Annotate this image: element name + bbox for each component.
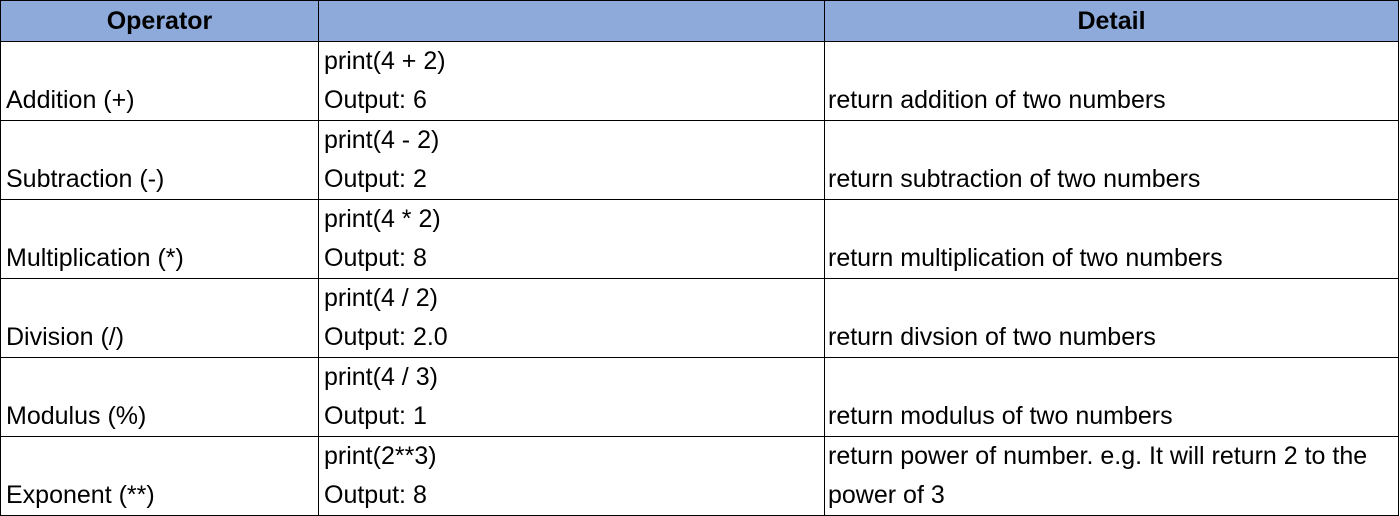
operator-cell[interactable]: Addition (+) xyxy=(0,41,319,121)
header-detail: Detail xyxy=(824,0,1399,42)
operator-cell[interactable]: Exponent (**) xyxy=(0,436,319,516)
detail-text: return multiplication of two numbers xyxy=(828,244,1223,272)
table-row: Modulus (%) print(4 / 3) Output: 1 return… xyxy=(0,357,1399,437)
code-line: print(4 / 3) xyxy=(324,363,438,391)
code-line: print(4 / 2) xyxy=(324,284,438,312)
header-row: Operator Detail xyxy=(0,0,1399,42)
detail-cell[interactable]: return addition of two numbers xyxy=(824,41,1399,121)
code-line: print(4 - 2) xyxy=(324,126,440,154)
detail-cell[interactable]: return divsion of two numbers xyxy=(824,278,1399,358)
output-line: Output: 8 xyxy=(324,244,427,272)
detail-text: return modulus of two numbers xyxy=(828,402,1173,430)
table-row: Exponent (**) print(2**3) Output: 8 retur… xyxy=(0,436,1399,516)
detail-cell[interactable]: return modulus of two numbers xyxy=(824,357,1399,437)
operator-cell[interactable]: Division (/) xyxy=(0,278,319,358)
detail-cell[interactable]: return multiplication of two numbers xyxy=(824,199,1399,279)
operator-name: Modulus (%) xyxy=(6,402,147,430)
code-line: print(4 * 2) xyxy=(324,205,441,233)
operator-cell[interactable]: Multiplication (*) xyxy=(0,199,319,279)
code-line: print(2**3) xyxy=(324,442,437,470)
header-operator: Operator xyxy=(0,0,319,42)
operator-cell[interactable]: Subtraction (-) xyxy=(0,120,319,200)
output-line: Output: 2 xyxy=(324,165,427,193)
example-cell[interactable]: print(2**3) Output: 8 xyxy=(318,436,825,516)
operator-name: Division (/) xyxy=(6,323,125,351)
table-row: Addition (+) print(4 + 2) Output: 6 retur… xyxy=(0,41,1399,121)
operator-name: Addition (+) xyxy=(6,86,135,114)
example-cell[interactable]: print(4 / 2) Output: 2.0 xyxy=(318,278,825,358)
code-line: print(4 + 2) xyxy=(324,47,446,75)
example-cell[interactable]: print(4 * 2) Output: 8 xyxy=(318,199,825,279)
detail-text: return subtraction of two numbers xyxy=(828,165,1201,193)
table-row: Multiplication (*) print(4 * 2) Output: 8… xyxy=(0,199,1399,279)
example-cell[interactable]: print(4 + 2) Output: 6 xyxy=(318,41,825,121)
operator-name: Exponent (**) xyxy=(6,481,155,509)
operator-name: Multiplication (*) xyxy=(6,244,184,272)
detail-cell[interactable]: return power of number. e.g. It will ret… xyxy=(824,436,1399,516)
table-row: Subtraction (-) print(4 - 2) Output: 2 re… xyxy=(0,120,1399,200)
operator-cell[interactable]: Modulus (%) xyxy=(0,357,319,437)
detail-text: return power of number. e.g. It will ret… xyxy=(828,442,1368,509)
output-line: Output: 2.0 xyxy=(324,323,448,351)
output-line: Output: 8 xyxy=(324,481,427,509)
operator-name: Subtraction (-) xyxy=(6,165,165,193)
example-cell[interactable]: print(4 / 3) Output: 1 xyxy=(318,357,825,437)
detail-cell[interactable]: return subtraction of two numbers xyxy=(824,120,1399,200)
table-row: Division (/) print(4 / 2) Output: 2.0 ret… xyxy=(0,278,1399,358)
example-cell[interactable]: print(4 - 2) Output: 2 xyxy=(318,120,825,200)
header-example xyxy=(318,0,825,42)
detail-text: return divsion of two numbers xyxy=(828,323,1156,351)
output-line: Output: 1 xyxy=(324,402,427,430)
detail-text: return addition of two numbers xyxy=(828,86,1166,114)
output-line: Output: 6 xyxy=(324,86,427,114)
